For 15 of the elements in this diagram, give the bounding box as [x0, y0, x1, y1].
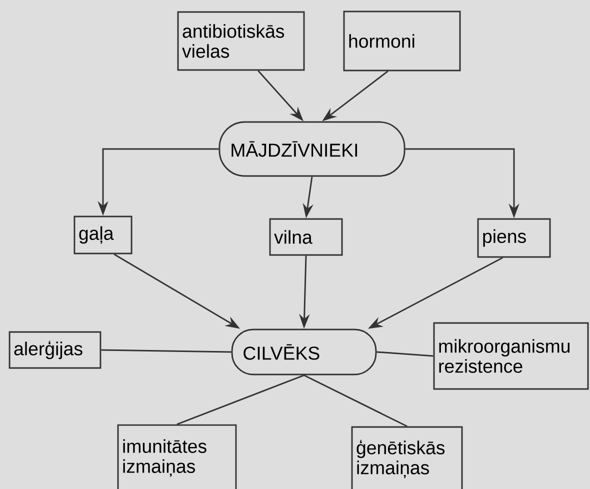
product-box: vilna	[269, 218, 343, 256]
cause-box: hormoni	[343, 10, 461, 72]
connector-line	[376, 351, 434, 357]
cause-box: antibiotiskās vielas	[177, 11, 305, 71]
connector-line	[176, 374, 304, 425]
rounded-box: MĀJDZĪVNIEKI	[218, 121, 406, 177]
connector-line	[101, 349, 232, 353]
rounded-box: CILVĒKS	[231, 328, 377, 376]
product-box: piens	[477, 218, 551, 258]
connector-line	[304, 374, 408, 427]
effect-box: alerģijas	[8, 331, 102, 369]
effect-box: ģenētiskās izmaiņas	[351, 426, 463, 489]
product-box: gaļa	[74, 216, 132, 254]
effect-box: mikroorganismu rezistence	[433, 322, 589, 390]
effect-box: imunitātes izmaiņas	[117, 424, 237, 489]
